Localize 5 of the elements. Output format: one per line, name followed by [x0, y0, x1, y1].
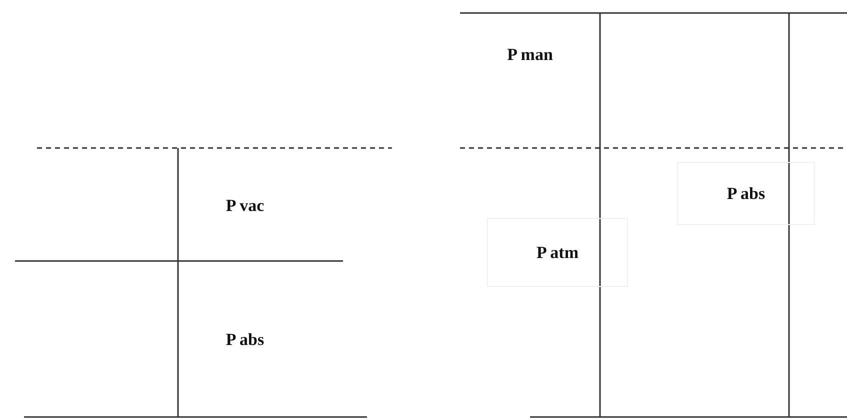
- pressure-label: P atm: [487, 218, 628, 287]
- pressure-label: P vac: [224, 195, 266, 217]
- pressure-label: P man: [506, 44, 554, 66]
- pressure-label: P abs: [224, 329, 266, 351]
- pressure-label: P abs: [677, 162, 815, 225]
